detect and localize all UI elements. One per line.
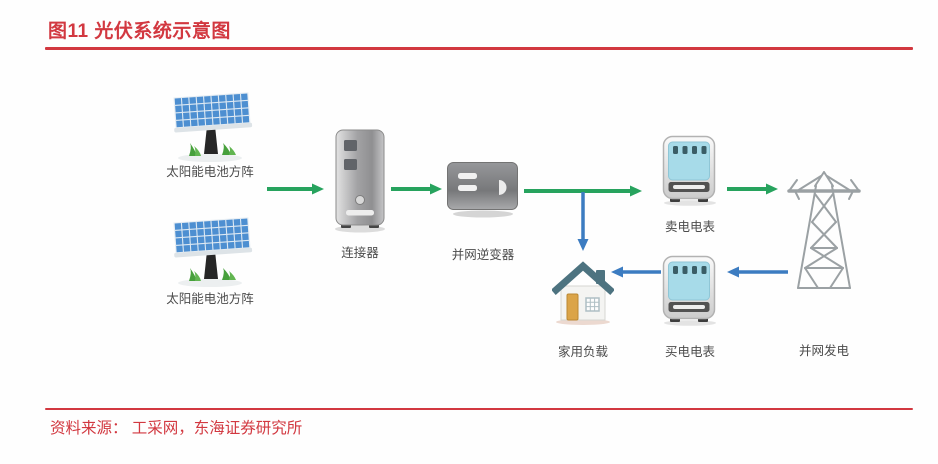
footer-divider <box>45 408 913 410</box>
solar-panel-icon <box>173 92 253 162</box>
node-connector: 连接器 <box>333 128 387 260</box>
house-icon <box>551 261 615 325</box>
node-grid-power: 并网发电 <box>785 166 863 358</box>
node-solar-array-2: 太阳能电池方阵 <box>165 217 255 306</box>
inverter-box-icon <box>447 162 518 218</box>
node-label: 家用负载 <box>557 345 609 359</box>
node-label: 并网逆变器 <box>451 248 515 262</box>
electric-meter-icon <box>662 255 716 326</box>
server-tower-icon <box>335 129 385 233</box>
node-solar-array-1: 太阳能电池方阵 <box>165 92 255 179</box>
node-label: 卖电电表 <box>664 220 716 234</box>
node-label: 太阳能电池方阵 <box>166 165 254 179</box>
electric-meter-icon <box>662 135 716 206</box>
node-inverter: 并网逆变器 <box>446 161 520 262</box>
node-buy-meter: 买电电表 <box>662 255 718 359</box>
title-divider <box>45 47 913 50</box>
node-sell-meter: 卖电电表 <box>662 135 718 234</box>
solar-panel-icon <box>173 217 253 287</box>
node-label: 买电电表 <box>664 345 716 359</box>
transmission-tower-icon <box>787 171 861 289</box>
node-label: 连接器 <box>341 246 379 260</box>
node-home-load: 家用负载 <box>551 260 615 359</box>
figure-title: 图11 光伏系统示意图 <box>48 21 231 42</box>
source-attribution: 资料来源： 工采网，东海证券研究所 <box>50 420 303 437</box>
node-label: 太阳能电池方阵 <box>166 292 254 306</box>
node-label: 并网发电 <box>798 344 850 358</box>
